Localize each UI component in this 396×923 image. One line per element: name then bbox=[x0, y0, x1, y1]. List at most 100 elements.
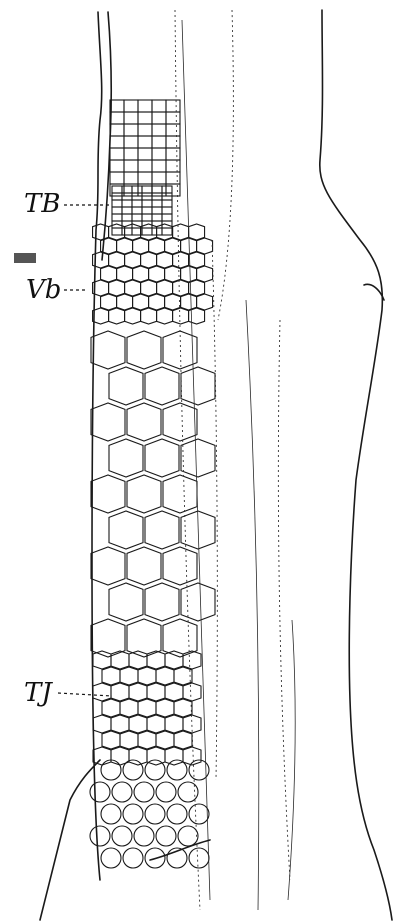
tissue-cell bbox=[109, 252, 125, 268]
tissue-cell bbox=[142, 186, 152, 193]
tissue-cell bbox=[120, 731, 138, 749]
tissue-cell bbox=[156, 699, 174, 717]
tissue-cell bbox=[110, 112, 124, 124]
tissue-cell bbox=[174, 731, 192, 749]
tissue-cell-round bbox=[167, 760, 187, 780]
tissue-cell bbox=[120, 667, 138, 685]
tissue-cell bbox=[181, 439, 215, 477]
tissue-cell bbox=[147, 683, 165, 701]
tissue-cell-round bbox=[178, 782, 198, 802]
tissue-cell bbox=[145, 511, 179, 549]
fiber-strand bbox=[212, 240, 217, 780]
fiber-strand bbox=[246, 300, 259, 910]
tissue-cell bbox=[122, 214, 132, 221]
tissue-cell-round bbox=[156, 782, 176, 802]
tissue-cell bbox=[132, 186, 142, 193]
tissue-cell bbox=[142, 228, 152, 235]
tissue-cell bbox=[124, 100, 138, 112]
tissue-cell bbox=[112, 186, 122, 193]
tissue-cell bbox=[166, 124, 180, 136]
fiber-strand bbox=[218, 10, 233, 320]
tissue-cell bbox=[111, 715, 129, 733]
tissue-cell-round bbox=[101, 804, 121, 824]
tissue-cell bbox=[122, 228, 132, 235]
tissue-cell-round bbox=[156, 826, 176, 846]
tissue-cell bbox=[138, 100, 152, 112]
tissue-cell bbox=[125, 308, 141, 324]
tissue-cell bbox=[91, 547, 125, 585]
tissue-cell-round bbox=[123, 804, 143, 824]
tissue-cell bbox=[163, 547, 197, 585]
label-vb-text: Vb bbox=[26, 275, 61, 305]
tissue-cell bbox=[138, 124, 152, 136]
tissue-cell bbox=[133, 238, 149, 254]
tissue-cell bbox=[189, 224, 205, 240]
tissue-cell bbox=[138, 160, 152, 172]
tissue-cell bbox=[142, 207, 152, 214]
tissue-cell bbox=[152, 200, 162, 207]
tissue-cell bbox=[166, 160, 180, 172]
tissue-cell bbox=[112, 214, 122, 221]
tissue-cell bbox=[152, 214, 162, 221]
tissue-cell bbox=[141, 224, 157, 240]
tissue-cell bbox=[165, 747, 183, 765]
tissue-cell bbox=[120, 699, 138, 717]
tissue-cell bbox=[112, 200, 122, 207]
tissue-cell bbox=[189, 252, 205, 268]
right-stem-outline bbox=[320, 10, 392, 920]
tissue-cell bbox=[93, 308, 109, 324]
tissue-cell-round bbox=[101, 760, 121, 780]
tissue-cell-round bbox=[189, 848, 209, 868]
tissue-cell bbox=[109, 583, 143, 621]
tissue-cell bbox=[152, 124, 166, 136]
tissue-cell bbox=[165, 266, 181, 282]
tissue-cell bbox=[93, 224, 109, 240]
tissue-cell bbox=[165, 715, 183, 733]
tissue-cell bbox=[152, 112, 166, 124]
fiber-strand bbox=[182, 20, 210, 900]
tissue-cell bbox=[124, 148, 138, 160]
tissue-cell bbox=[124, 160, 138, 172]
tissue-cell bbox=[181, 294, 197, 310]
tissue-cell bbox=[163, 403, 197, 441]
tissue-cell-round bbox=[145, 760, 165, 780]
tissue-cell bbox=[102, 699, 120, 717]
label-tb-text: TB bbox=[24, 189, 60, 219]
tissue-cell bbox=[125, 224, 141, 240]
tissue-cell bbox=[111, 651, 129, 669]
tissue-cell bbox=[163, 475, 197, 513]
tissue-cell bbox=[197, 238, 213, 254]
tissue-cell bbox=[132, 214, 142, 221]
tissue-cell bbox=[173, 224, 189, 240]
tissue-cell bbox=[166, 172, 180, 184]
tissue-cell bbox=[138, 148, 152, 160]
tissue-cell bbox=[133, 266, 149, 282]
tissue-cell bbox=[102, 731, 120, 749]
tissue-cell bbox=[129, 715, 147, 733]
tissue-cell bbox=[110, 148, 124, 160]
tissue-cell bbox=[109, 439, 143, 477]
tissue-cell bbox=[109, 308, 125, 324]
tissue-cell bbox=[142, 200, 152, 207]
tissue-cell bbox=[166, 112, 180, 124]
tissue-cell-round bbox=[167, 804, 187, 824]
tissue-cell bbox=[127, 547, 161, 585]
tissue-cell bbox=[142, 214, 152, 221]
tissue-cell bbox=[117, 238, 133, 254]
tissue-cell-round bbox=[134, 826, 154, 846]
tissue-cell bbox=[162, 228, 172, 235]
tissue-cell bbox=[122, 200, 132, 207]
tissue-cell bbox=[125, 280, 141, 296]
tissue-cell bbox=[156, 667, 174, 685]
tissue-cell bbox=[152, 186, 162, 193]
tissue-cell bbox=[127, 403, 161, 441]
cellular-tissue-network bbox=[90, 100, 215, 868]
tissue-cell bbox=[173, 280, 189, 296]
tissue-cell bbox=[127, 475, 161, 513]
tissue-cell bbox=[101, 266, 117, 282]
tissue-cell bbox=[91, 475, 125, 513]
label-tb: TB bbox=[24, 189, 112, 219]
tissue-cell bbox=[157, 224, 173, 240]
tissue-cell bbox=[166, 136, 180, 148]
